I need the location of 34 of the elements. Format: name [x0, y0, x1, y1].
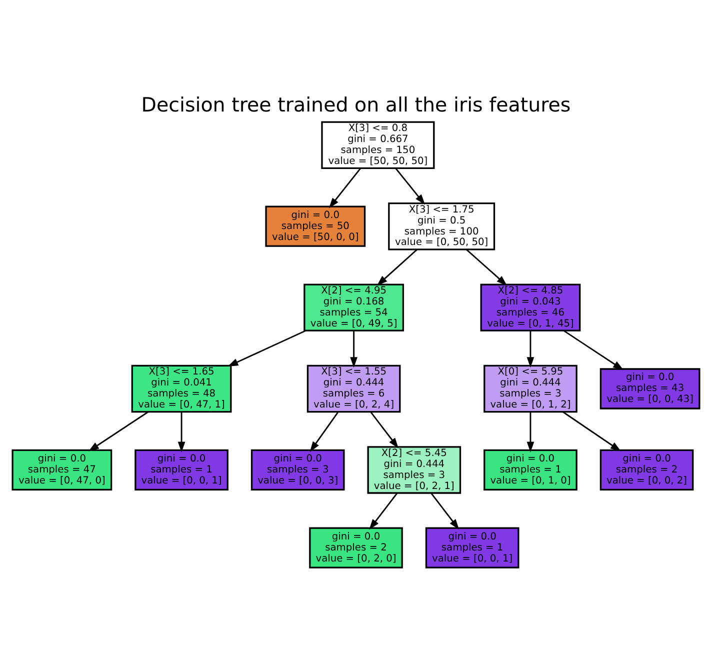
arrow: [369, 492, 398, 530]
arrow: [562, 411, 622, 452]
node-box: gini = 0.0 samples = 2 value = [0, 0, 2]: [600, 449, 694, 491]
node-box: X[3] <= 0.8 gini = 0.667 samples = 150 value = [50, 50, 50]: [321, 121, 435, 170]
node-box: X[3] <= 1.65 gini = 0.041 samples = 48 value = [0, 47, 1]: [131, 364, 232, 413]
node-box: gini = 0.0 samples = 43 value = [0, 0, 43]: [600, 368, 700, 410]
arrow: [310, 411, 339, 452]
arrow: [466, 248, 508, 286]
arrow: [526, 330, 534, 368]
node-box: gini = 0.0 samples = 1 value = [0, 0, 1]: [134, 449, 228, 491]
node-box: X[2] <= 4.85 gini = 0.043 samples = 46 value = [0, 1, 45]: [480, 284, 581, 332]
node-box: X[2] <= 4.95 gini = 0.168 samples = 54 value = [0, 49, 5]: [304, 284, 404, 332]
arrow: [88, 411, 149, 452]
node-box: gini = 0.0 samples = 1 value = [0, 0, 1]: [425, 527, 520, 568]
arrow: [228, 330, 306, 367]
diagram-title: Decision tree trained on all the iris features: [141, 94, 571, 117]
node-box: gini = 0.0 samples = 2 value = [0, 2, 0]: [309, 527, 403, 568]
arrow: [350, 330, 358, 368]
node-box: X[0] <= 5.95 gini = 0.444 samples = 3 value = [0, 1, 2]: [484, 364, 578, 413]
arrow: [563, 330, 624, 370]
node-box: gini = 0.0 samples = 1 value = [0, 1, 0]: [484, 449, 578, 491]
arrow: [178, 412, 186, 452]
arrow: [395, 168, 426, 205]
arrow: [526, 412, 534, 452]
node-box: gini = 0.0 samples = 50 value = [50, 0, 0]: [265, 206, 366, 247]
node-box: gini = 0.0 samples = 3 value = [0, 0, 3]: [250, 449, 345, 491]
arrow: [430, 492, 460, 530]
node-box: X[2] <= 5.45 gini = 0.444 samples = 3 value = [0, 2, 1]: [367, 446, 462, 494]
arrow: [370, 411, 399, 448]
arrow: [376, 248, 418, 286]
node-box: gini = 0.0 samples = 47 value = [0, 47, 0]: [12, 449, 112, 491]
node-box: X[3] <= 1.55 gini = 0.444 samples = 6 value = [0, 2, 4]: [306, 364, 401, 413]
node-box: X[3] <= 1.75 gini = 0.5 samples = 100 value = [0, 50, 50]: [388, 202, 496, 250]
arrow: [328, 168, 362, 208]
